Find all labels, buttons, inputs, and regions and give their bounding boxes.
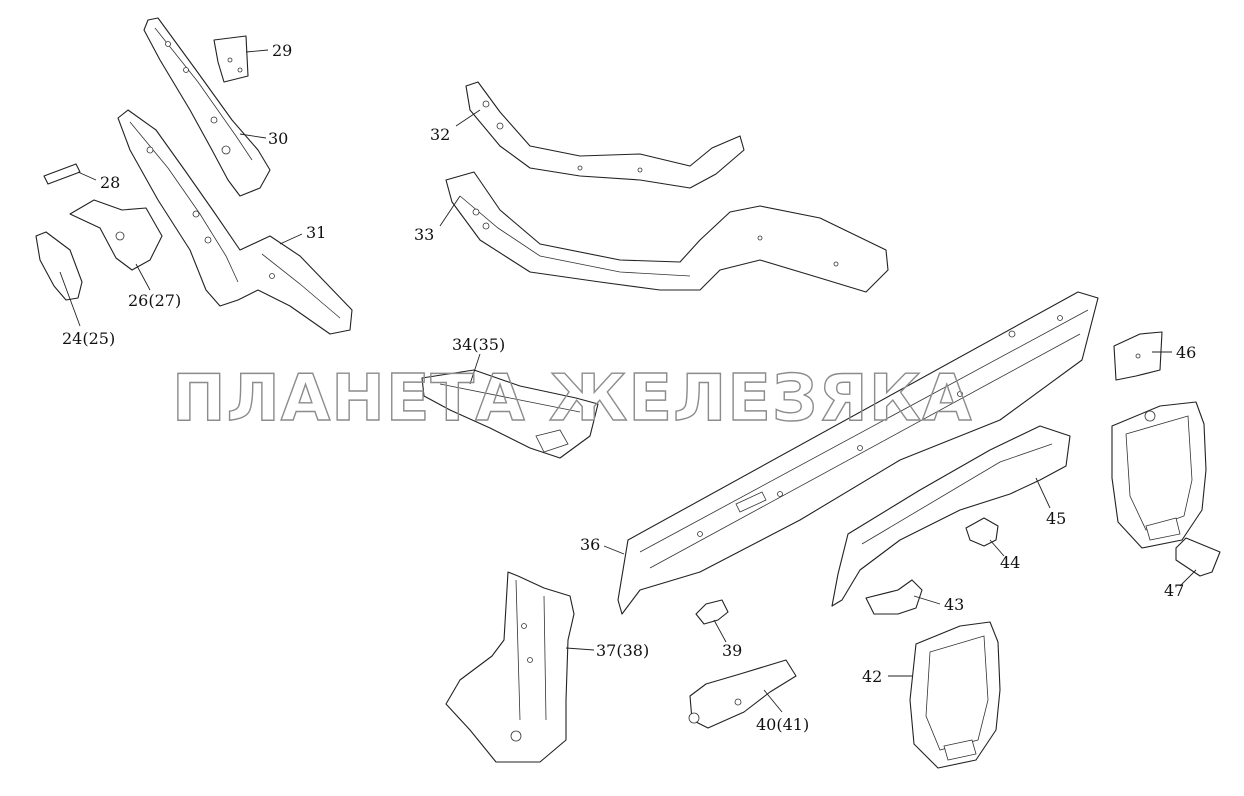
part-37 — [445, 571, 575, 763]
callout-labels: 29 30 28 26(27) 24(25) 31 32 33 34(35) 3… — [62, 41, 1196, 734]
part-28 — [43, 163, 81, 185]
part-43 — [865, 579, 923, 615]
label-42: 42 — [862, 667, 882, 686]
label-46: 46 — [1176, 343, 1196, 362]
part-26 — [69, 199, 163, 271]
part-31 — [117, 109, 353, 335]
label-26-27: 26(27) — [128, 291, 181, 310]
label-36: 36 — [580, 535, 600, 554]
part-33 — [445, 171, 889, 293]
part-34 — [421, 369, 599, 459]
part-36 — [617, 291, 1099, 615]
label-30: 30 — [268, 129, 288, 148]
watermark-text: ПЛАНЕТА ЖЕЛЕЗЯКА — [172, 362, 973, 436]
label-47: 47 — [1164, 581, 1184, 600]
label-32: 32 — [430, 125, 450, 144]
part-24 — [35, 231, 83, 301]
part-44 — [965, 517, 999, 547]
leader-lines — [59, 49, 1197, 713]
label-44: 44 — [1000, 553, 1020, 572]
label-33: 33 — [414, 225, 434, 244]
label-43: 43 — [944, 595, 964, 614]
label-24-25: 24(25) — [62, 329, 115, 348]
part-39 — [695, 599, 729, 625]
part-30 — [143, 17, 271, 197]
label-40-41: 40(41) — [756, 715, 809, 734]
part-46 — [1113, 331, 1163, 381]
label-37-38: 37(38) — [596, 641, 649, 660]
label-31: 31 — [306, 223, 326, 242]
part-45 — [831, 425, 1071, 607]
part-40 — [688, 659, 797, 729]
label-34-35: 34(35) — [452, 335, 505, 354]
part-32 — [465, 81, 745, 189]
label-28: 28 — [100, 173, 120, 192]
part-frame-right — [1111, 401, 1207, 549]
part-42 — [909, 621, 1001, 769]
part-47 — [1175, 537, 1221, 577]
label-39: 39 — [722, 641, 742, 660]
label-45: 45 — [1046, 509, 1066, 528]
part-29 — [213, 35, 249, 83]
label-29: 29 — [272, 41, 292, 60]
